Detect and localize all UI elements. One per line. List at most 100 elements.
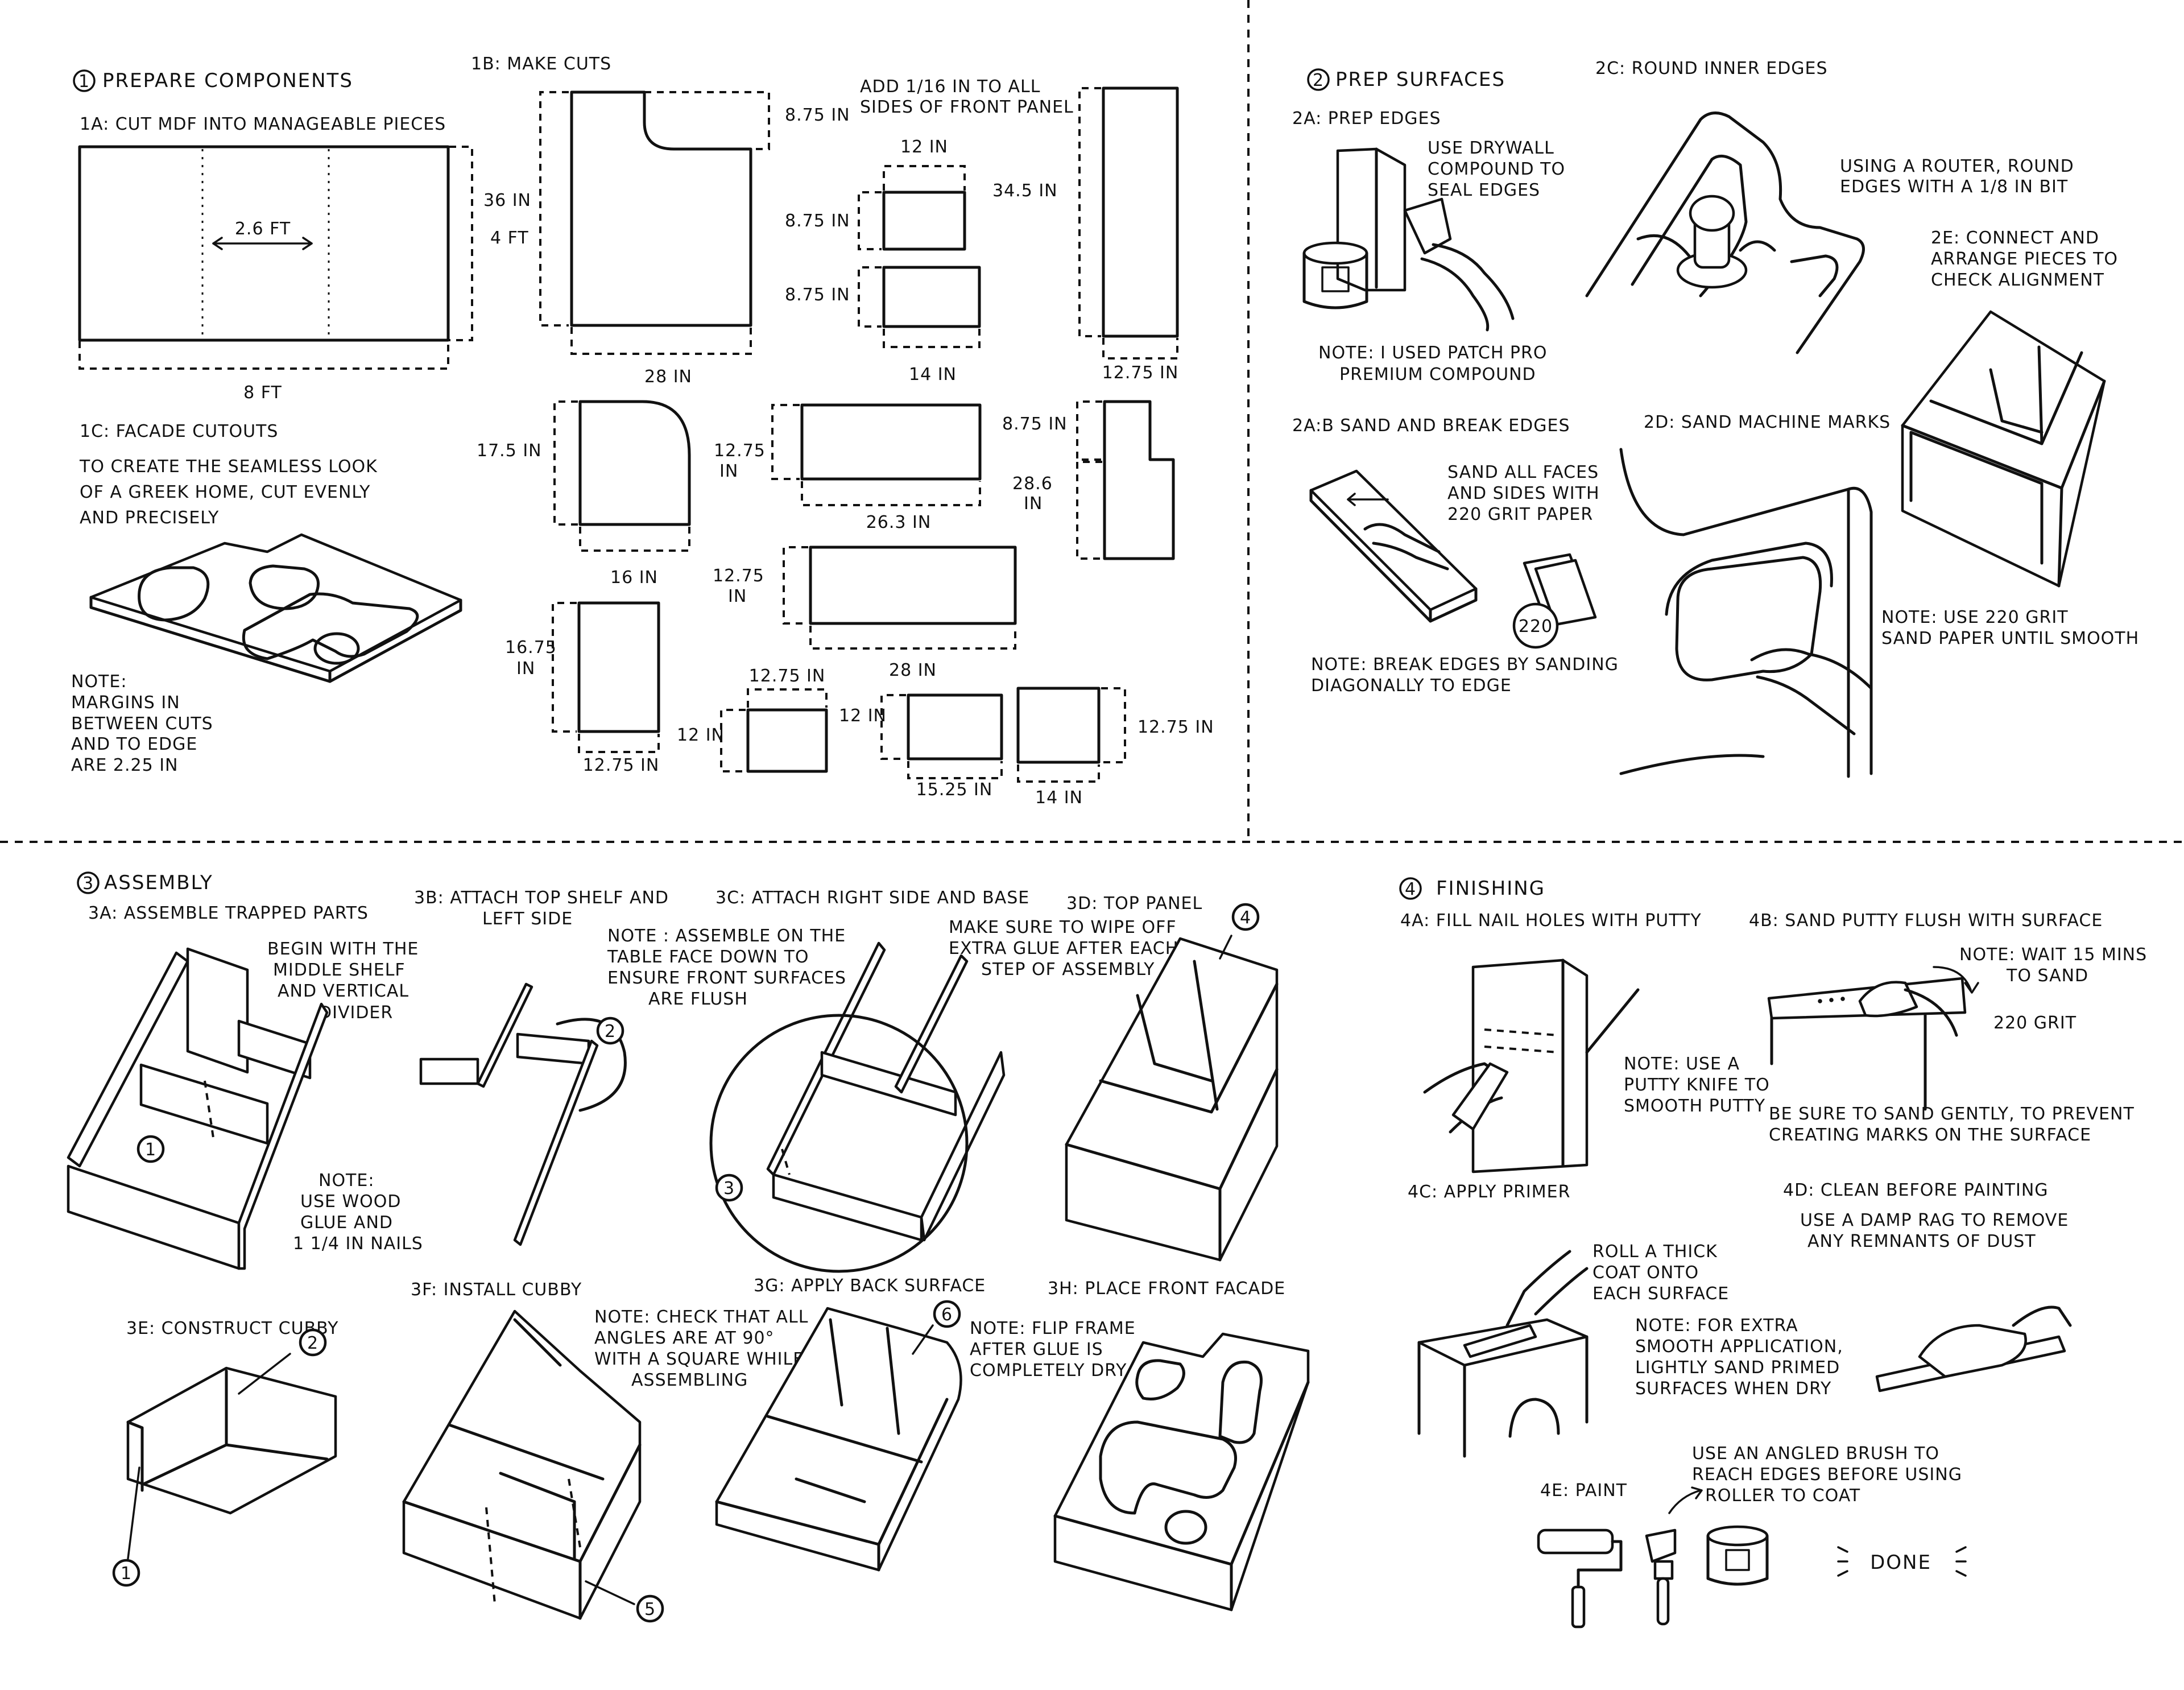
note-line: MARGINS IN — [71, 693, 180, 713]
dim-bracket — [883, 165, 966, 191]
cut-piece — [809, 546, 1017, 625]
dim-bracket — [539, 91, 569, 327]
text-line: TO CREATE THE SEAMLESS LOOK — [79, 457, 378, 477]
dim-bracket — [720, 709, 746, 772]
text-line: ROLLER TO COAT — [1705, 1486, 1860, 1506]
note-line: ENSURE FRONT SURFACES — [607, 968, 846, 988]
dim-label: 26.3 IN — [866, 513, 932, 532]
dim-bracket — [553, 400, 578, 526]
text-line: DIVIDER — [318, 1003, 393, 1023]
paint-can-icon — [1706, 1525, 1769, 1547]
dim-label: 12 IN — [839, 706, 887, 726]
text-line: ROLL A THICK — [1592, 1242, 1718, 1262]
text-line: CHECK ALIGNMENT — [1931, 270, 2104, 290]
drywall-compound-illustration — [1302, 147, 1515, 332]
step-1c-heading: 1C: FACADE CUTOUTS — [80, 422, 278, 441]
dim-label: 12 IN — [900, 137, 948, 157]
facade-panel-illustration — [89, 533, 462, 683]
note-line: SMOOTH PUTTY — [1624, 1096, 1765, 1116]
dim-bracket — [449, 146, 473, 341]
cut-piece — [1102, 86, 1179, 338]
grit-label: 220 GRIT — [1993, 1013, 2077, 1033]
text-line: USE A DAMP RAG TO REMOVE — [1800, 1210, 2069, 1230]
dim-bracket — [747, 688, 828, 708]
dim-label: 12.75 — [713, 566, 764, 586]
dim-label: 8.75 IN — [1002, 414, 1068, 434]
note-line: AND TO EDGE — [71, 734, 197, 754]
router-illustration — [1585, 111, 1865, 354]
dim-bracket — [907, 761, 1003, 779]
step-3a-heading: 3A: ASSEMBLE TRAPPED PARTS — [88, 903, 369, 923]
step-1b-heading: 1B: MAKE CUTS — [471, 54, 611, 74]
step-4e-heading: 4E: PAINT — [1540, 1481, 1627, 1501]
note-line: NOTE: FLIP FRAME — [970, 1319, 1136, 1338]
arrow-heads — [212, 237, 313, 250]
dim-label: 12 IN — [677, 725, 725, 745]
done-text: DONE — [1870, 1551, 1931, 1574]
step-1a-heading: 1A: CUT MDF INTO MANAGEABLE PIECES — [80, 114, 446, 134]
note-line: AFTER GLUE IS — [970, 1340, 1103, 1360]
step-4a-heading: 4A: FILL NAIL HOLES WITH PUTTY — [1400, 911, 1702, 931]
note-line: SMOOTH APPLICATION, — [1635, 1337, 1843, 1357]
note-line: ARE 2.25 IN — [71, 755, 178, 775]
dim-label: 8 FT — [243, 383, 282, 403]
text-line: MIDDLE SHELF — [273, 960, 406, 980]
text-line: ANY REMNANTS OF DUST — [1807, 1232, 2036, 1251]
section-2-prep-surfaces: 2 PREP SURFACES 2A: PREP EDGES USE DRYWA… — [1292, 59, 2138, 778]
dim-label: 4 FT — [490, 228, 529, 248]
dim-label: 12.75 — [714, 441, 766, 461]
note-line: TABLE FACE DOWN TO — [607, 947, 809, 967]
text-line: BEGIN WITH THE — [267, 939, 419, 959]
text-line: REACH EDGES BEFORE USING — [1692, 1465, 1962, 1485]
paint-tools-illustration — [1537, 1486, 1769, 1629]
dim-label: 15.25 IN — [916, 780, 993, 800]
dim-bracket — [880, 694, 906, 760]
assembly-3a-illustration — [67, 947, 329, 1270]
dim-bracket — [1076, 400, 1102, 461]
text-line: STEP OF ASSEMBLY — [981, 960, 1155, 980]
callout-number: 4 — [1240, 908, 1251, 928]
assembly-3d-illustration — [1065, 903, 1279, 1262]
dim-bracket — [78, 341, 449, 370]
step-3b-heading: 3B: ATTACH TOP SHELF AND — [414, 888, 669, 908]
section-1-prepare-components: 1 PREPARE COMPONENTS 1A: CUT MDF INTO MA… — [71, 54, 1214, 808]
sand-putty-illustration — [1767, 966, 1979, 1111]
note-line: BETWEEN CUTS — [71, 714, 213, 734]
step-2d-heading: 2D: SAND MACHINE MARKS — [1644, 412, 1891, 432]
dim-label: 14 IN — [909, 365, 957, 385]
step-number-circle — [1307, 68, 1330, 91]
step-number-circle — [77, 871, 100, 894]
step-number: 1 — [78, 72, 90, 92]
cut-piece — [800, 403, 982, 481]
step-number: 4 — [1405, 879, 1416, 899]
text-line: MAKE SURE TO WIPE OFF — [949, 918, 1177, 937]
apply-primer-illustration — [1417, 1250, 1589, 1458]
dim-label: 8.75 IN — [785, 105, 850, 125]
section-title: PREP SURFACES — [1335, 68, 1505, 91]
section-title: FINISHING — [1436, 877, 1545, 900]
note-line: NOTE: BREAK EDGES BY SANDING — [1311, 655, 1619, 675]
step-number-circle — [1399, 877, 1422, 900]
note-line: ANGLES ARE AT 90° — [594, 1328, 775, 1348]
note-line: NOTE : ASSEMBLE ON THE — [607, 926, 846, 946]
assembly-3h-illustration — [1053, 1332, 1310, 1612]
done-label — [1837, 1546, 1967, 1577]
step-number-circle — [73, 69, 96, 92]
note-line: NOTE: USE 220 GRIT — [1881, 608, 2069, 627]
cut-piece — [577, 601, 660, 733]
callout-number: 1 — [145, 1140, 156, 1160]
dim-bracket — [644, 91, 770, 150]
text-line: 220 GRIT PAPER — [1447, 505, 1593, 524]
step-3h-heading: 3H: PLACE FRONT FACADE — [1048, 1279, 1285, 1299]
note-line: GLUE AND — [300, 1213, 393, 1233]
section-3-assembly: 3 ASSEMBLY 3A: ASSEMBLE TRAPPED PARTS BE… — [67, 871, 1310, 1623]
note-line: ARE FLUSH — [648, 989, 748, 1009]
arranged-pieces-illustration — [1901, 310, 2106, 588]
cut-piece — [907, 693, 1003, 761]
dim-bracket — [578, 734, 660, 753]
callout-number: 2 — [307, 1333, 318, 1353]
dim-bracket — [801, 481, 981, 506]
text-line: USING A ROUTER, ROUND — [1840, 156, 2074, 176]
note-line: USE WOOD — [300, 1192, 401, 1212]
dim-label: IN — [728, 586, 747, 606]
